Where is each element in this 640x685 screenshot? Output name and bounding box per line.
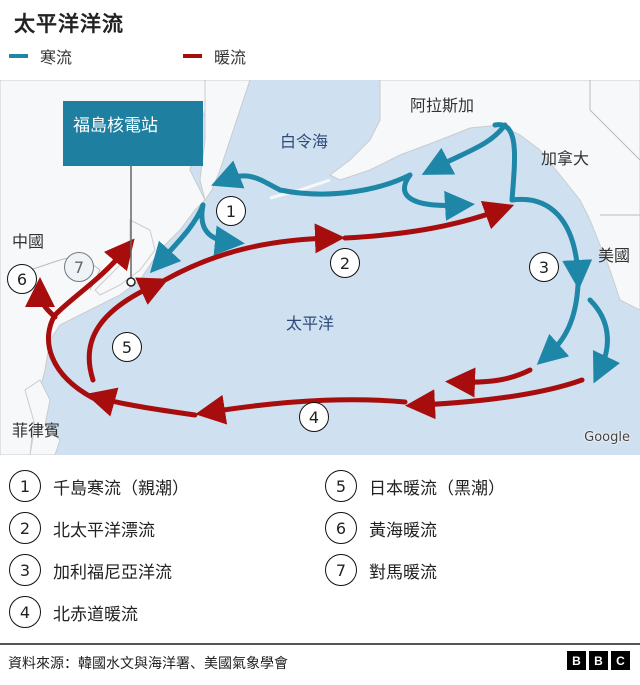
key-item: 6 黃海暖流	[325, 512, 437, 544]
marker-4: 4	[299, 402, 329, 432]
legend-warm: 暖流	[183, 44, 246, 68]
chart-title: 太平洋洋流	[14, 12, 124, 36]
key-label: 對馬暖流	[369, 562, 437, 583]
key-item: 3 加利福尼亞洋流	[9, 554, 172, 586]
key-item: 4 北赤道暖流	[9, 596, 138, 628]
bbc-logo: B B C	[567, 651, 630, 670]
key-number: 2	[9, 512, 41, 544]
label-usa: 美國	[598, 246, 631, 265]
bbc-logo-letter: C	[611, 651, 630, 670]
key-label: 日本暖流（黑潮）	[369, 478, 505, 499]
marker-2: 2	[330, 248, 360, 278]
key-label: 北赤道暖流	[53, 604, 138, 625]
key-label: 千島寒流（親潮）	[53, 478, 189, 499]
google-attribution: Google	[584, 430, 630, 445]
map: 福島核電站 中國 菲律賓 阿拉斯加 加拿大 美國 白令海 太平洋 1 2 3 4…	[0, 80, 640, 455]
marker-7: 7	[64, 252, 94, 282]
key-item: 7 對馬暖流	[325, 554, 437, 586]
key-item: 1 千島寒流（親潮）	[9, 470, 189, 502]
label-canada: 加拿大	[541, 149, 590, 168]
map-graphics	[0, 80, 640, 455]
key-number: 6	[325, 512, 357, 544]
bbc-logo-letter: B	[567, 651, 586, 670]
label-bering-sea: 白令海	[280, 132, 329, 151]
footer-divider	[0, 643, 640, 645]
marker-5: 5	[112, 332, 142, 362]
legend-cold-label: 寒流	[40, 48, 73, 67]
key-number: 3	[9, 554, 41, 586]
key-number: 7	[325, 554, 357, 586]
legend-cold: 寒流	[9, 44, 72, 68]
label-philippines: 菲律賓	[12, 421, 61, 440]
land-aleutians	[269, 178, 331, 200]
cold-swatch	[9, 54, 28, 58]
marker-3: 3	[529, 252, 559, 282]
bbc-logo-letter: B	[589, 651, 608, 670]
cold-currents	[149, 122, 621, 384]
fukushima-callout: 福島核電站	[63, 101, 203, 166]
marker-1: 1	[216, 196, 246, 226]
key-number: 1	[9, 470, 41, 502]
key-item: 2 北太平洋漂流	[9, 512, 155, 544]
land-philippines	[24, 379, 61, 455]
label-alaska: 阿拉斯加	[410, 96, 475, 115]
legend-warm-label: 暖流	[214, 48, 247, 67]
key-item: 5 日本暖流（黑潮）	[325, 470, 505, 502]
key-label: 北太平洋漂流	[53, 520, 155, 541]
warm-swatch	[183, 54, 202, 58]
key-label: 加利福尼亞洋流	[53, 562, 172, 583]
key-label: 黃海暖流	[369, 520, 437, 541]
label-pacific-ocean: 太平洋	[286, 314, 335, 333]
marker-6: 6	[7, 264, 37, 294]
land-north-america	[329, 80, 640, 311]
key-number: 4	[9, 596, 41, 628]
label-china: 中國	[12, 232, 45, 251]
source-note: 資料來源：韓國水文與海洋署、美國氣象學會	[8, 656, 288, 672]
warm-currents	[25, 200, 585, 425]
key-number: 5	[325, 470, 357, 502]
